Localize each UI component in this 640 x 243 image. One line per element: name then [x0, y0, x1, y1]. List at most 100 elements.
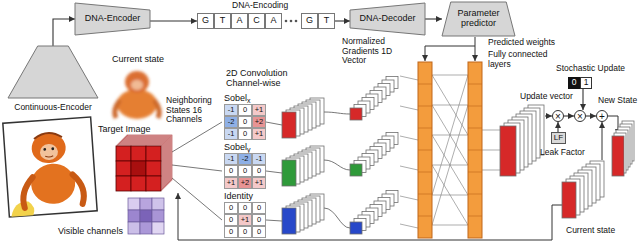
flow-arrow [582, 89, 583, 110]
node-text: A [236, 16, 242, 26]
node-text: G [306, 16, 313, 26]
trapezoid [75, 3, 150, 35]
blurred-body [117, 89, 157, 119]
link [482, 150, 500, 151]
image-frame [3, 117, 97, 217]
update-arrow [545, 116, 552, 117]
grid-label: Visible channels [58, 226, 123, 236]
trapezoid [8, 46, 98, 98]
channel-slice [350, 164, 362, 176]
blurred-face [131, 80, 143, 90]
dna-base: A [231, 13, 248, 29]
wire [172, 178, 222, 220]
eye [51, 147, 54, 150]
fc-divider [418, 172, 432, 173]
fc-layer [418, 62, 432, 238]
node-text: 1 [584, 78, 589, 87]
cell-box [232, 14, 248, 29]
layer-label: Fully connected layers [488, 50, 560, 69]
grid-cell [128, 222, 140, 234]
image-label: Target Image [98, 124, 151, 134]
orangutan-face [39, 143, 58, 160]
fc-divider [468, 150, 482, 151]
link [400, 224, 418, 228]
channel-slice [282, 208, 296, 234]
grid-cell [131, 176, 146, 191]
node-text: DNA-Encoder [85, 14, 141, 24]
node-text: C [253, 16, 260, 26]
hair [34, 132, 62, 139]
kernel-cell: -1 [224, 104, 238, 116]
flow-arrow [564, 115, 574, 116]
state-label: Current state [566, 226, 615, 236]
dna-base: G [301, 13, 318, 29]
link [432, 75, 468, 135]
dna-base: A [265, 13, 282, 29]
channel-slice [562, 182, 576, 218]
grid-cell [152, 222, 164, 234]
link [432, 75, 468, 195]
dna-base: G [197, 13, 214, 29]
channel-slice [282, 160, 296, 186]
kernel-cell: +1 [238, 214, 252, 226]
cell-box [266, 14, 282, 29]
node-text: 0 [572, 78, 577, 87]
operator-circle: + [596, 110, 608, 122]
kernel-cell: 0 [224, 226, 238, 238]
kernel-cell: -2 [238, 153, 252, 165]
mask-bit: 1 [580, 77, 592, 89]
state-arrow [602, 122, 603, 160]
gradient-stack [282, 194, 324, 234]
bit-box [581, 78, 592, 89]
kernel-cell: 0 [238, 226, 252, 238]
dna-base: C [248, 13, 265, 29]
wire [324, 208, 350, 228]
trapezoid [442, 2, 515, 36]
section-label: DNA-Encoding [232, 1, 288, 11]
grid-cell [128, 198, 140, 210]
mask-bit: 0 [568, 77, 580, 89]
leak-factor-box: LF [551, 132, 566, 144]
node-text: T [324, 16, 330, 26]
image-label: Current state [112, 54, 164, 64]
state-label: New State [598, 96, 637, 106]
node-text: + [599, 111, 605, 122]
node-text: T [220, 16, 226, 26]
node-text: G [202, 16, 209, 26]
kernel-cell: -2 [224, 116, 238, 128]
fc-divider [468, 106, 482, 107]
factor-label: Leak Factor [540, 148, 585, 158]
wire [172, 122, 222, 152]
node-text: × [555, 111, 561, 122]
channel-slice [350, 222, 362, 234]
channel-slice [282, 112, 296, 138]
link [400, 166, 418, 170]
weights-label: Predicted weights [488, 38, 555, 48]
fc-bar [468, 62, 482, 238]
fc-divider [418, 150, 432, 151]
link [482, 130, 500, 131]
wire [266, 122, 282, 125]
link [400, 136, 418, 140]
kernel-cell: 0 [238, 128, 252, 140]
grid-cell [140, 198, 152, 210]
arrows [178, 37, 618, 240]
orangutan-arm [22, 177, 35, 208]
kernel-cell: +1 [252, 128, 266, 140]
orangutan-body [30, 162, 77, 205]
kernel-cell: -1 [224, 153, 238, 165]
kernel-cell: +1 [252, 177, 266, 189]
grid-cell [140, 210, 152, 222]
link [432, 75, 468, 76]
wire [172, 165, 222, 171]
fc-divider [418, 216, 432, 217]
grid-cell [146, 161, 161, 176]
circle [597, 111, 608, 122]
fc-divider [418, 84, 432, 85]
target-image [3, 117, 97, 217]
fc-divider [418, 128, 432, 129]
kernel-cell: 0 [252, 214, 266, 226]
fc-divider [468, 84, 482, 85]
kernel-cell: 0 [238, 116, 252, 128]
